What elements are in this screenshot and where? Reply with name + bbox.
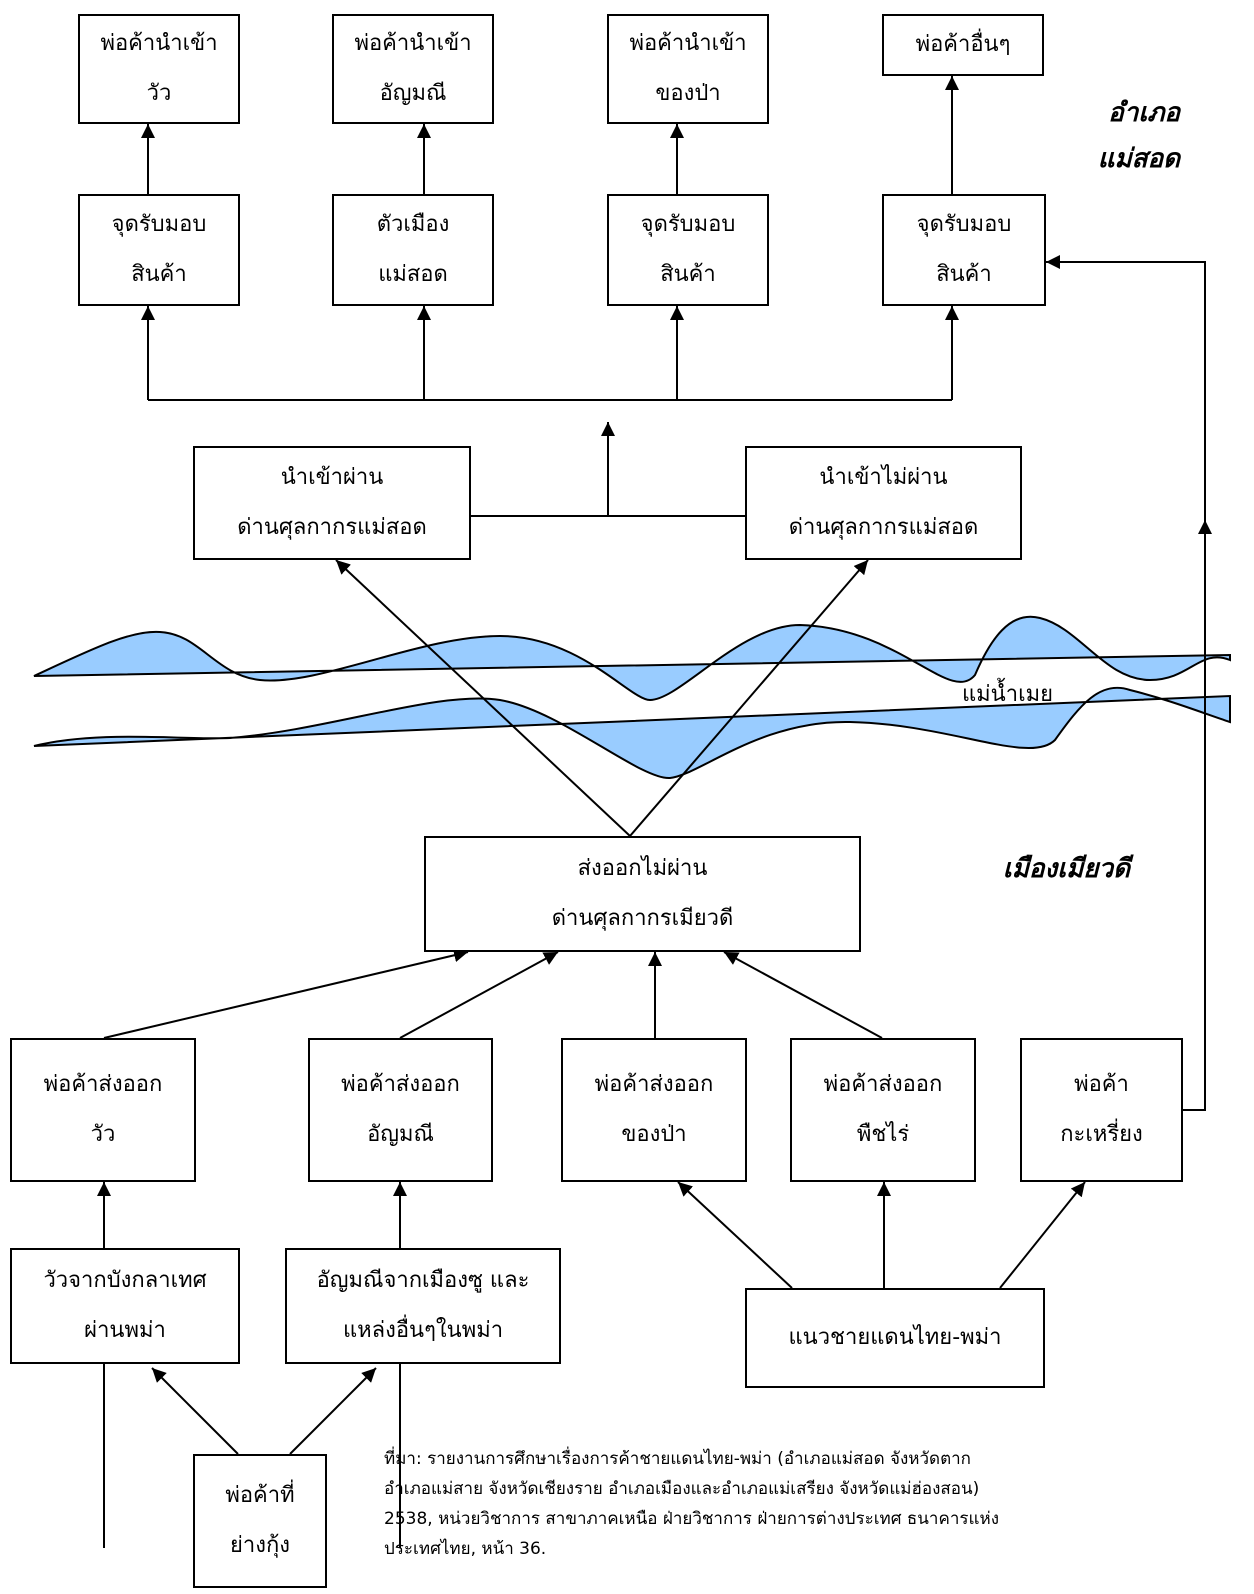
gems-importer-line-2: อัญมณี <box>379 81 447 106</box>
maesot-town-line-2: แม่สอด <box>378 262 448 287</box>
entry-via-customs-line-1: นำเข้าผ่าน <box>280 465 384 490</box>
arrow-border-to-forest-exporter <box>677 1181 793 1289</box>
receiver-left-line-1: จุดรับมอบ <box>111 212 207 237</box>
border-line-text: แนวชายแดนไทย-พม่า <box>788 1325 1002 1350</box>
rangoon-traders-line-2: ย่างกุ้ง <box>229 1533 291 1558</box>
gems-exporter-line-2: อัญมณี <box>367 1122 434 1147</box>
receiver-left-box: จุดรับมอบ สินค้า <box>78 194 240 306</box>
cattle-exporter-line-1: พ่อค้าส่งออก <box>43 1072 163 1097</box>
source-note-line-1: ที่มา: รายงานการศึกษาเรื่องการค้าชายแดนไ… <box>384 1449 971 1469</box>
arrow-hub-to-via-customs <box>335 559 631 837</box>
gems-importer-box: พ่อค้านำเข้า อัญมณี <box>332 14 494 124</box>
entry-via-customs-box: นำเข้าผ่าน ด่านศุลกากรแม่สอด <box>193 446 471 560</box>
region-maesot-line-2: แม่สอด <box>1097 144 1180 174</box>
forest-importer-line-2: ของป่า <box>655 81 721 106</box>
receiver-right-line-2: สินค้า <box>936 262 992 287</box>
arrow-border-to-karen-trader <box>999 1181 1086 1289</box>
cattle-origin-line-2: ผ่านพม่า <box>84 1318 166 1343</box>
forest-importer-box: พ่อค้านำเข้า ของป่า <box>607 14 769 124</box>
cattle-importer-line-2: วัว <box>146 81 172 106</box>
region-label-myawaddy: เมืองเมียวดี <box>1002 854 1130 884</box>
entry-bypass-customs-line-2: ด่านศุลกากรแม่สอด <box>788 515 979 540</box>
rangoon-traders-box: พ่อค้าที่ ย่างกุ้ง <box>193 1454 327 1588</box>
region-label-maesot: อำเภอ แม่สอด <box>1040 90 1180 182</box>
karen-trader-line-1: พ่อค้า <box>1074 1072 1129 1097</box>
gems-origin-line-2: แหล่งอื่นๆในพม่า <box>342 1318 504 1343</box>
cattle-exporter-box: พ่อค้าส่งออก วัว <box>10 1038 196 1182</box>
maesot-town-box: ตัวเมือง แม่สอด <box>332 194 494 306</box>
gems-exporter-line-1: พ่อค้าส่งออก <box>341 1072 460 1097</box>
region-maesot-line-1: อำเภอ <box>1108 98 1180 128</box>
maesot-town-line-1: ตัวเมือง <box>376 212 450 237</box>
crops-exporter-box: พ่อค้าส่งออก พืชไร่ <box>790 1038 976 1182</box>
receiver-left-line-2: สินค้า <box>131 262 187 287</box>
arrow-karen-trader-to-receiver <box>1046 255 1206 1111</box>
arrow-rangoon-to-gems-origin <box>289 1367 377 1455</box>
gems-origin-box: อัญมณีจากเมืองซู และ แหล่งอื่นๆในพม่า <box>285 1248 561 1364</box>
forest-importer-line-1: พ่อค้านำเข้า <box>629 31 747 56</box>
gems-exporter-box: พ่อค้าส่งออก อัญมณี <box>308 1038 493 1182</box>
crops-exporter-line-1: พ่อค้าส่งออก <box>823 1072 943 1097</box>
other-traders-box: พ่อค้าอื่นๆ <box>882 14 1044 76</box>
cattle-origin-line-1: วัวจากบังกลาเทศ <box>43 1268 207 1293</box>
river-label: แม่น้ำเมย <box>962 682 1053 707</box>
forest-exporter-line-1: พ่อค้าส่งออก <box>594 1072 714 1097</box>
source-note: ที่มา: รายงานการศึกษาเรื่องการค้าชายแดนไ… <box>384 1444 999 1564</box>
export-hub-line-2: ด่านศุลกากรเมียวดี <box>551 906 734 931</box>
source-note-line-4: ประเทศไทย, หน้า 36. <box>384 1539 547 1559</box>
crops-exporter-line-2: พืชไร่ <box>856 1122 910 1147</box>
arrow-crops-exporter-to-hub <box>723 951 883 1039</box>
receiver-mid-box: จุดรับมอบ สินค้า <box>607 194 769 306</box>
moei-river <box>33 615 1231 780</box>
cattle-importer-box: พ่อค้านำเข้า วัว <box>78 14 240 124</box>
arrow-hub-to-bypass-customs <box>629 559 869 837</box>
source-note-line-2: อำเภอแม่สาย จังหวัดเชียงราย อำเภอเมืองแล… <box>384 1479 980 1499</box>
export-hub-box: ส่งออกไม่ผ่าน ด่านศุลกากรเมียวดี <box>424 836 861 952</box>
forest-exporter-line-2: ของป่า <box>621 1122 687 1147</box>
cattle-origin-box: วัวจากบังกลาเทศ ผ่านพม่า <box>10 1248 240 1364</box>
forest-exporter-box: พ่อค้าส่งออก ของป่า <box>561 1038 747 1182</box>
entry-bypass-customs-box: นำเข้าไม่ผ่าน ด่านศุลกากรแม่สอด <box>745 446 1022 560</box>
receiver-right-box: จุดรับมอบ สินค้า <box>882 194 1046 306</box>
receiver-mid-line-2: สินค้า <box>660 262 716 287</box>
karen-trader-line-2: กะเหรี่ยง <box>1060 1122 1143 1147</box>
receiver-right-line-1: จุดรับมอบ <box>916 212 1012 237</box>
border-line-box: แนวชายแดนไทย-พม่า <box>745 1288 1045 1388</box>
arrow-cattle-exporter-to-hub <box>103 948 469 1039</box>
other-traders-line-1: พ่อค้าอื่นๆ <box>915 32 1011 57</box>
source-note-line-3: 2538, หน่วยวิชาการ สาขาภาคเหนือ ฝ่ายวิชา… <box>384 1509 999 1529</box>
karen-trader-box: พ่อค้า กะเหรี่ยง <box>1020 1038 1183 1182</box>
entry-via-customs-line-2: ด่านศุลกากรแม่สอด <box>237 515 427 540</box>
rangoon-traders-line-1: พ่อค้าที่ <box>225 1483 295 1508</box>
cattle-importer-line-1: พ่อค้านำเข้า <box>100 31 218 56</box>
gems-importer-line-1: พ่อค้านำเข้า <box>354 31 472 56</box>
export-hub-line-1: ส่งออกไม่ผ่าน <box>577 856 708 881</box>
receiver-mid-line-1: จุดรับมอบ <box>640 212 736 237</box>
arrow-rangoon-to-cattle-origin <box>151 1367 239 1455</box>
arrow-gems-exporter-to-hub <box>399 951 559 1039</box>
cattle-exporter-line-2: วัว <box>90 1122 116 1147</box>
gems-origin-line-1: อัญมณีจากเมืองซู และ <box>316 1268 530 1293</box>
entry-bypass-customs-line-1: นำเข้าไม่ผ่าน <box>819 465 948 490</box>
